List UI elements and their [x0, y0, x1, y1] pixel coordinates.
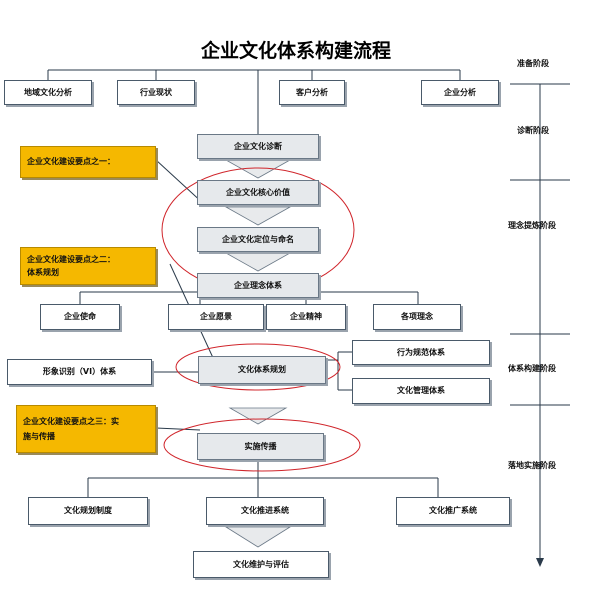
- stage-diagnosis: 诊断阶段: [517, 126, 549, 135]
- box-vision: 企业愿景: [168, 304, 264, 330]
- key-point-two: 企业文化建设要点之二： 体系规划: [20, 247, 156, 285]
- box-culture-diagnosis: 企业文化诊断: [197, 134, 319, 159]
- box-regional-culture: 地域文化分析: [4, 80, 92, 105]
- box-concepts: 各项理念: [373, 304, 461, 330]
- box-maintenance: 文化维护与评估: [193, 551, 329, 578]
- box-planning-system: 文化规划制度: [28, 497, 148, 525]
- box-mission: 企业使命: [40, 304, 120, 330]
- page-title: 企业文化体系构建流程: [200, 40, 391, 62]
- key-point-two-line1: 企业文化建设要点之二：: [27, 254, 115, 264]
- key-point-one: 企业文化建设要点之一：: [20, 146, 156, 178]
- box-promotion-system: 文化推进系统: [206, 497, 324, 525]
- stage-concept: 理念提炼阶段: [508, 221, 556, 230]
- box-spirit: 企业精神: [266, 304, 346, 330]
- key-point-three-line1: 企业文化建设要点之三：实: [23, 416, 119, 426]
- key-point-three: 企业文化建设要点之三：实 施与传播: [16, 405, 156, 453]
- box-enterprise-analysis: 企业分析: [421, 80, 499, 105]
- stage-implement: 落地实施阶段: [508, 461, 556, 470]
- box-culture-management: 文化管理体系: [352, 378, 490, 404]
- key-point-two-line2: 体系规划: [27, 268, 59, 277]
- box-visual-identity: 形象识别（VI）体系: [7, 359, 152, 385]
- box-behavior-norms: 行为规范体系: [352, 340, 490, 365]
- stage-system: 体系构建阶段: [508, 364, 556, 373]
- box-customer-analysis: 客户分析: [279, 80, 345, 105]
- key-point-three-line2: 施与传播: [23, 432, 55, 441]
- box-implementation: 实施传播: [197, 433, 324, 460]
- stage-prepare: 准备阶段: [517, 59, 549, 68]
- box-positioning: 企业文化定位与命名: [197, 227, 319, 252]
- box-broadcast-system: 文化推广系统: [396, 497, 510, 525]
- box-core-values: 企业文化核心价值: [197, 180, 319, 205]
- box-system-planning: 文化体系规划: [198, 356, 326, 384]
- box-industry-status: 行业现状: [117, 80, 195, 105]
- box-concept-system: 企业理念体系: [197, 273, 319, 298]
